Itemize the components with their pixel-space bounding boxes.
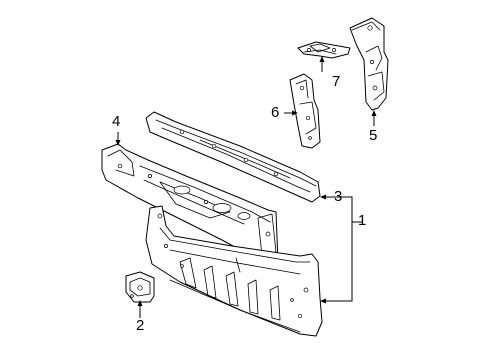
arrow-1-lower: [320, 298, 326, 304]
leader-1: [322, 196, 353, 302]
arrow-7: [319, 56, 325, 62]
arrow-6: [292, 110, 298, 116]
callout-6: 6: [271, 104, 280, 121]
callout-7: 7: [332, 73, 341, 90]
part-4-rear-crossmember: [101, 143, 279, 271]
callout-2: 2: [136, 317, 145, 334]
part-1-rear-body-panel: [145, 205, 323, 337]
arrow-4: [115, 140, 121, 146]
arrow-5: [371, 110, 377, 116]
part-3-upper-crossmember: [145, 111, 321, 203]
part-7-bracket: [297, 41, 351, 59]
part-6-inner-bracket: [289, 73, 321, 149]
part-5-pillar-bracket: [349, 17, 389, 111]
arrow-2: [137, 300, 143, 306]
callout-3: 3: [334, 188, 343, 205]
callout-4: 4: [112, 113, 121, 130]
callout-1: 1: [358, 212, 367, 229]
leader-lines: [115, 56, 377, 318]
part-2-small-bracket: [125, 271, 155, 303]
callout-5: 5: [369, 127, 378, 144]
